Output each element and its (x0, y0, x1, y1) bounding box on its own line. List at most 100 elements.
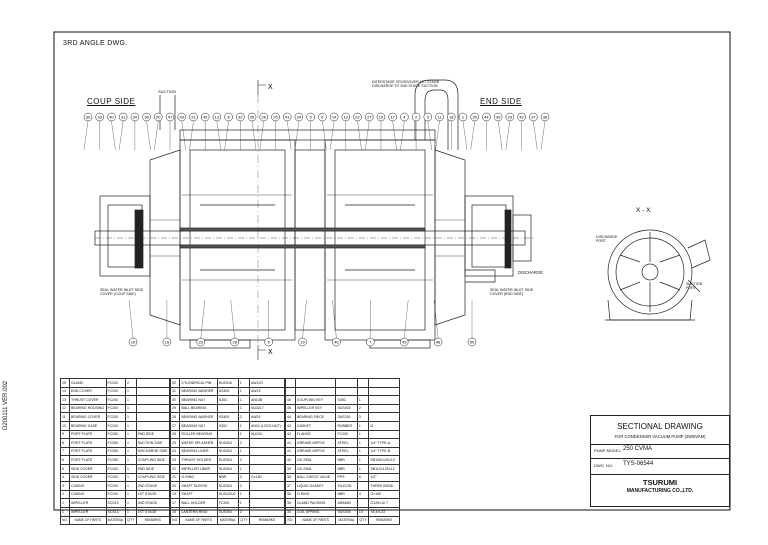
callout-number: 5 (310, 115, 313, 120)
callout-number: 15 (379, 115, 384, 120)
callout-number: 11 (437, 115, 442, 120)
parts-cell-mat: NBR (335, 455, 358, 465)
callout-leader (433, 299, 439, 339)
callout-number: 19 (300, 340, 305, 345)
callout-balloon: 28 (230, 299, 239, 347)
callout-balloon: 2 (411, 112, 421, 150)
callout-balloon: 18 (447, 112, 456, 150)
parts-cell-qty: 3 (237, 472, 250, 483)
parts-cell-mat: S30C (216, 395, 239, 405)
callout-balloon: 29 (505, 112, 515, 151)
parts-cell-no: 13 (60, 395, 70, 405)
parts-cell-mat: PPS (335, 472, 358, 483)
callout-circle (165, 112, 175, 122)
callout-balloon: 14 (329, 112, 339, 151)
parts-cell-no: 5 (60, 463, 70, 474)
parts-cell-mat: FC200 (105, 489, 127, 500)
callout-number: 8 (227, 115, 230, 120)
callout-circle (493, 112, 503, 122)
callout-circle (264, 337, 273, 347)
parts-cell-mat: FC200 (105, 463, 127, 474)
parts-cell-name: BEARING HOUSING (68, 403, 107, 414)
parts-cell-qty (356, 378, 370, 388)
parts-cell-no: 8 (60, 438, 70, 448)
parts-cell-rem: 2ND STAGE (135, 481, 171, 491)
parts-cell-no: 30 (169, 395, 181, 405)
parts-cell-no (285, 378, 296, 388)
callout-circle (400, 112, 409, 122)
callout-balloon: 30 (83, 112, 93, 151)
parts-cell-rem (135, 420, 171, 431)
parts-cell-name: ROLLER BEARING (179, 429, 218, 440)
callout-balloon: 34 (130, 112, 140, 150)
parts-cell-no: 25 (169, 438, 181, 448)
callout-number: 29 (508, 115, 513, 120)
callout-balloon: 5 (306, 112, 315, 150)
callout-number: 36 (144, 115, 149, 120)
callout-number: 46 (334, 340, 339, 345)
parts-cell-qty: 1 (356, 395, 370, 405)
callout-number: 13 (215, 115, 220, 120)
callout-balloon: 3 (423, 112, 433, 151)
callout-number: 34 (133, 115, 138, 120)
parts-cell-name: SHAFT SLEEVE (179, 481, 218, 491)
callout-circle (200, 112, 210, 122)
callout-leader (83, 120, 89, 151)
parts-cell-name: LIQUID GASKET (294, 481, 337, 491)
parts-cell-rem (368, 412, 400, 422)
pump-model-label: PUMP MODEL (594, 448, 621, 453)
parts-cell-mat: SUS304 (216, 446, 239, 457)
callout-leader (111, 120, 116, 151)
header-no: NO. (60, 515, 70, 526)
section-marker-lines (257, 80, 266, 360)
callout-circle (162, 337, 172, 347)
parts-cell-mat: SS400 (216, 386, 239, 397)
callout-circle (212, 112, 222, 122)
parts-cell-no: 17 (169, 498, 181, 508)
parts-cell-rem: END SIDE (135, 429, 171, 440)
callout-number: 43 (180, 115, 185, 120)
callout-balloon: 45 (200, 112, 210, 150)
pump-model: 250 CVMA (623, 446, 653, 452)
callout-circle (353, 112, 362, 122)
parts-cell-mat: FC200 (105, 395, 127, 405)
callout-circle (230, 337, 239, 347)
end-view (605, 229, 711, 321)
parts-cell-name: GASKET (294, 420, 337, 431)
header-remarks: REMARKS (248, 515, 286, 526)
coup-side-label: COUP SIDE (87, 97, 136, 106)
parts-cell-qty: 10 (356, 506, 370, 517)
parts-cell-name: BEARING PIECE (294, 412, 337, 422)
callout-circle (458, 112, 468, 122)
callout-balloon: 46 (332, 299, 341, 347)
parts-cell-no: 26 (169, 429, 181, 440)
parts-cell-name: BEARING LINER (179, 446, 218, 457)
callout-number: 33 (97, 115, 102, 120)
callout-balloon: 25 (470, 112, 479, 151)
callout-number: 47 (168, 115, 173, 120)
parts-cell-mat: FC200 (335, 429, 358, 440)
parts-cell-no: 40 (285, 455, 296, 465)
parts-cell-name: SIDE COVER (68, 472, 107, 483)
parts-cell-mat: SUS304 (216, 481, 239, 491)
callout-circle (482, 112, 491, 122)
parts-cell-name: PORT PLATE (68, 446, 107, 457)
parts-cell-no: 3 (60, 481, 70, 491)
parts-cell-qty: 1 (237, 498, 250, 508)
callout-balloon: 20 (154, 112, 163, 151)
callout-number: 14 (332, 115, 337, 120)
callout-balloon: 33 (95, 112, 104, 150)
parts-cell-qty: 1 (237, 420, 250, 431)
callout-number: 50 (470, 340, 475, 345)
parts-cell-qty: 2 (237, 481, 250, 491)
parts-cell-qty: 1 (125, 386, 137, 397)
header-qty: Q'TY (237, 515, 250, 526)
